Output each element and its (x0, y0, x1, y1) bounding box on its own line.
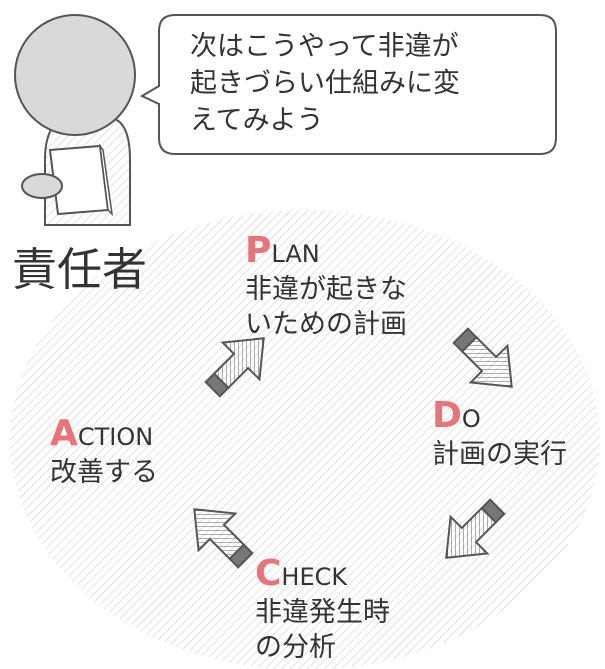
do-rest: O (461, 405, 481, 433)
do-initial: D (432, 395, 462, 436)
speech-line: 次はこうやって非違が (190, 31, 459, 62)
plan-initial: P (245, 230, 272, 271)
speech-line: えてみよう (190, 105, 324, 136)
check-desc-line: 非違発生時 (255, 597, 390, 628)
action-initial: A (50, 413, 78, 454)
plan-heading: PLAN (245, 233, 407, 272)
speech-bubble (139, 14, 557, 155)
action-desc-line: 改善する (50, 457, 158, 488)
speech-line: 起きづらい仕組みに変 (190, 68, 460, 99)
plan-desc-line: 非違が起きな (245, 274, 407, 305)
check-initial: C (255, 553, 282, 594)
action-heading: ACTION (50, 416, 158, 455)
do-desc-line: 計画の実行 (432, 439, 567, 470)
action-block: ACTION 改善する (50, 416, 158, 490)
check-block: CHECK 非違発生時 の分析 (255, 556, 390, 665)
do-block: DO 計画の実行 (432, 398, 567, 472)
hand-icon (21, 173, 63, 199)
check-desc-line: の分析 (255, 632, 336, 663)
speech-text: 次はこうやって非違が 起きづらい仕組みに変 えてみよう (190, 28, 550, 139)
do-heading: DO (432, 398, 567, 437)
plan-desc-line: いための計画 (245, 309, 407, 340)
role-label: 責任者 (12, 243, 148, 296)
plan-rest: LAN (271, 240, 320, 268)
check-rest: HECK (281, 563, 348, 591)
check-heading: CHECK (255, 556, 390, 595)
plan-block: PLAN 非違が起きな いための計画 (245, 233, 407, 342)
action-rest: CTION (77, 423, 154, 451)
